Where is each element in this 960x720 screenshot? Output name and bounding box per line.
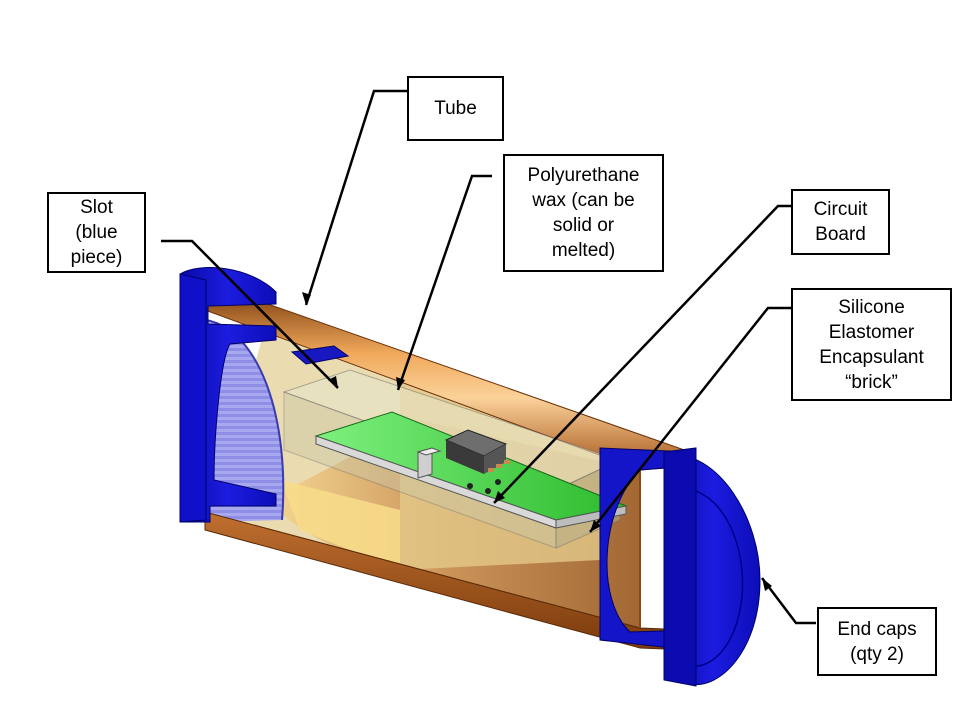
end-caps-label: End caps (qty 2) — [817, 607, 937, 676]
slot-label-line-2: (blue — [75, 222, 118, 243]
silicone-label-line-2: Elastomer — [828, 321, 915, 343]
solder-pad — [467, 483, 473, 489]
left-cap-inner — [206, 320, 284, 522]
right-end-cap-face — [665, 451, 761, 686]
chip-front — [446, 440, 484, 474]
chip-side — [484, 444, 506, 474]
solder-pad — [485, 488, 491, 494]
circuit-board-label: Circuit Board — [791, 189, 890, 255]
leader-polyurethane — [396, 174, 492, 391]
leader-arrowheads — [302, 292, 772, 591]
tube-label: Tube — [407, 76, 504, 141]
leader-end-caps — [761, 577, 816, 625]
solder-pad — [495, 479, 501, 485]
tube-label-text: Tube — [434, 98, 477, 119]
silicone-label-line-4: “brick” — [845, 371, 898, 393]
circuit-board-label-line-1: Circuit — [813, 199, 868, 220]
silicone-label-line-3: Encapsulant — [819, 346, 924, 368]
circuit-board-label-line-2: Board — [815, 224, 866, 245]
slot-label-line-1: Slot — [80, 197, 113, 218]
slot-label: Slot (blue piece) — [47, 192, 146, 273]
chip-pin — [496, 464, 502, 468]
leader-circuit-board — [493, 204, 792, 504]
polyurethane-label-line-3: solid or — [552, 215, 615, 236]
polyurethane-label-line-2: wax (can be — [532, 190, 635, 211]
leader-tube — [304, 89, 408, 306]
end-caps-label-line-2: (qty 2) — [850, 643, 904, 665]
polyurethane-label-line-1: Polyurethane — [527, 165, 640, 186]
leader-silicone — [589, 306, 792, 533]
wax-fill-lower — [280, 480, 400, 570]
leader-lines — [161, 89, 816, 625]
silicone-label: Silicone Elastomer Encapsulant “brick” — [791, 288, 952, 401]
polyurethane-label-line-4: melted) — [551, 240, 616, 261]
silicone-label-line-1: Silicone — [838, 296, 905, 318]
chip-pin — [504, 460, 510, 464]
end-caps-label-line-1: End caps — [837, 618, 917, 640]
chip-pin — [488, 468, 494, 472]
polyurethane-label: Polyurethane wax (can be solid or melted… — [503, 154, 664, 272]
right-end-cap-rim — [663, 447, 697, 687]
slot-label-line-3: piece) — [70, 247, 123, 268]
slot-blue-piece — [290, 345, 350, 365]
leader-slot — [161, 239, 339, 389]
